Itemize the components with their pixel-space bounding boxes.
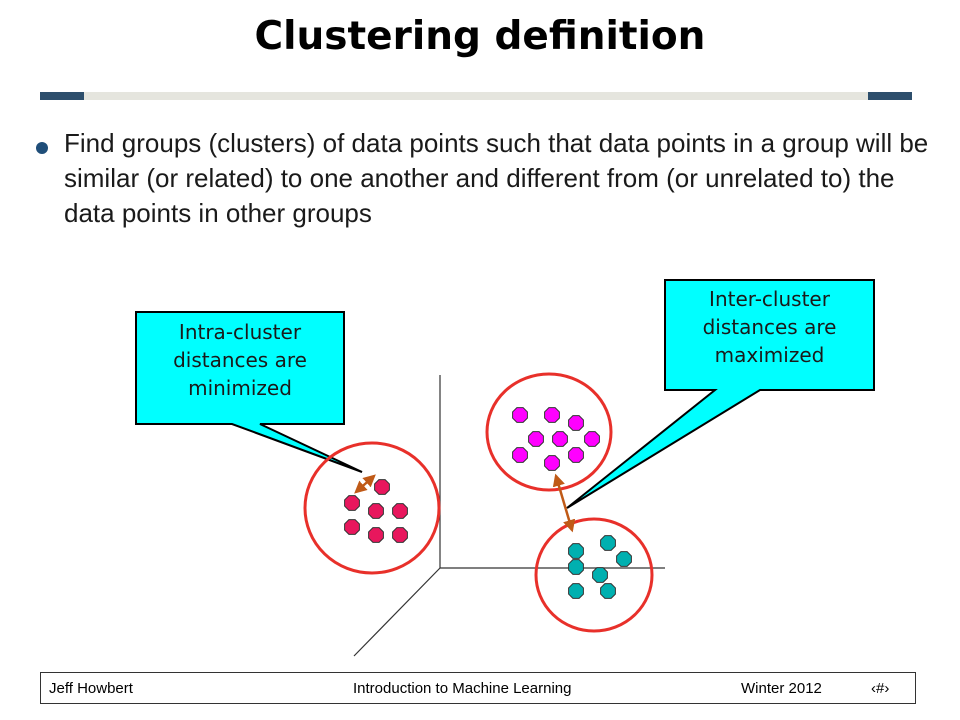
data-point-magenta xyxy=(544,407,560,423)
data-point-teal xyxy=(568,543,584,559)
data-point-magenta xyxy=(544,455,560,471)
data-point-red xyxy=(392,503,408,519)
slide-title: Clustering definition xyxy=(254,14,706,59)
data-point-red xyxy=(374,479,390,495)
inter-callout-text: Inter-cluster distances are maximized xyxy=(702,287,837,367)
intra-callout-text: Intra-cluster distances are minimized xyxy=(173,320,307,400)
data-point-teal xyxy=(592,567,608,583)
slide-footer: Jeff Howbert Introduction to Machine Lea… xyxy=(40,672,916,704)
data-point-teal xyxy=(568,583,584,599)
cluster-circle-magenta xyxy=(485,372,613,492)
data-point-red xyxy=(368,503,384,519)
data-point-teal xyxy=(600,535,616,551)
bullet-icon xyxy=(36,142,48,154)
cluster-points-red xyxy=(344,479,408,543)
inter-distance-arrow xyxy=(552,473,576,533)
bullet-text: Find groups (clusters) of data points su… xyxy=(64,128,929,228)
title-underline xyxy=(40,92,912,100)
intra-distance-arrow xyxy=(354,474,376,494)
data-point-magenta xyxy=(528,431,544,447)
cluster-circle-red xyxy=(303,441,441,575)
footer-course: Introduction to Machine Learning xyxy=(353,680,572,697)
data-point-magenta xyxy=(568,415,584,431)
footer-page-number: ‹#› xyxy=(871,680,890,697)
cluster-points-magenta xyxy=(512,407,600,471)
data-point-red xyxy=(344,519,360,535)
data-point-teal xyxy=(616,551,632,567)
data-point-magenta xyxy=(512,407,528,423)
data-point-teal xyxy=(600,583,616,599)
data-point-red xyxy=(344,495,360,511)
data-point-magenta xyxy=(568,447,584,463)
cluster-points-teal xyxy=(568,535,632,599)
data-point-magenta xyxy=(512,447,528,463)
z-axis xyxy=(353,567,441,657)
footer-author: Jeff Howbert xyxy=(49,680,133,697)
data-point-magenta xyxy=(552,431,568,447)
data-point-magenta xyxy=(584,431,600,447)
data-point-red xyxy=(368,527,384,543)
cluster-circle-teal xyxy=(534,517,654,633)
intra-callout-box xyxy=(135,311,363,473)
title-underline-accent-right xyxy=(868,92,912,100)
data-point-red xyxy=(392,527,408,543)
data-point-teal xyxy=(568,559,584,575)
title-underline-accent-left xyxy=(40,92,84,100)
footer-term: Winter 2012 xyxy=(741,680,822,697)
inter-callout-box xyxy=(566,279,875,509)
